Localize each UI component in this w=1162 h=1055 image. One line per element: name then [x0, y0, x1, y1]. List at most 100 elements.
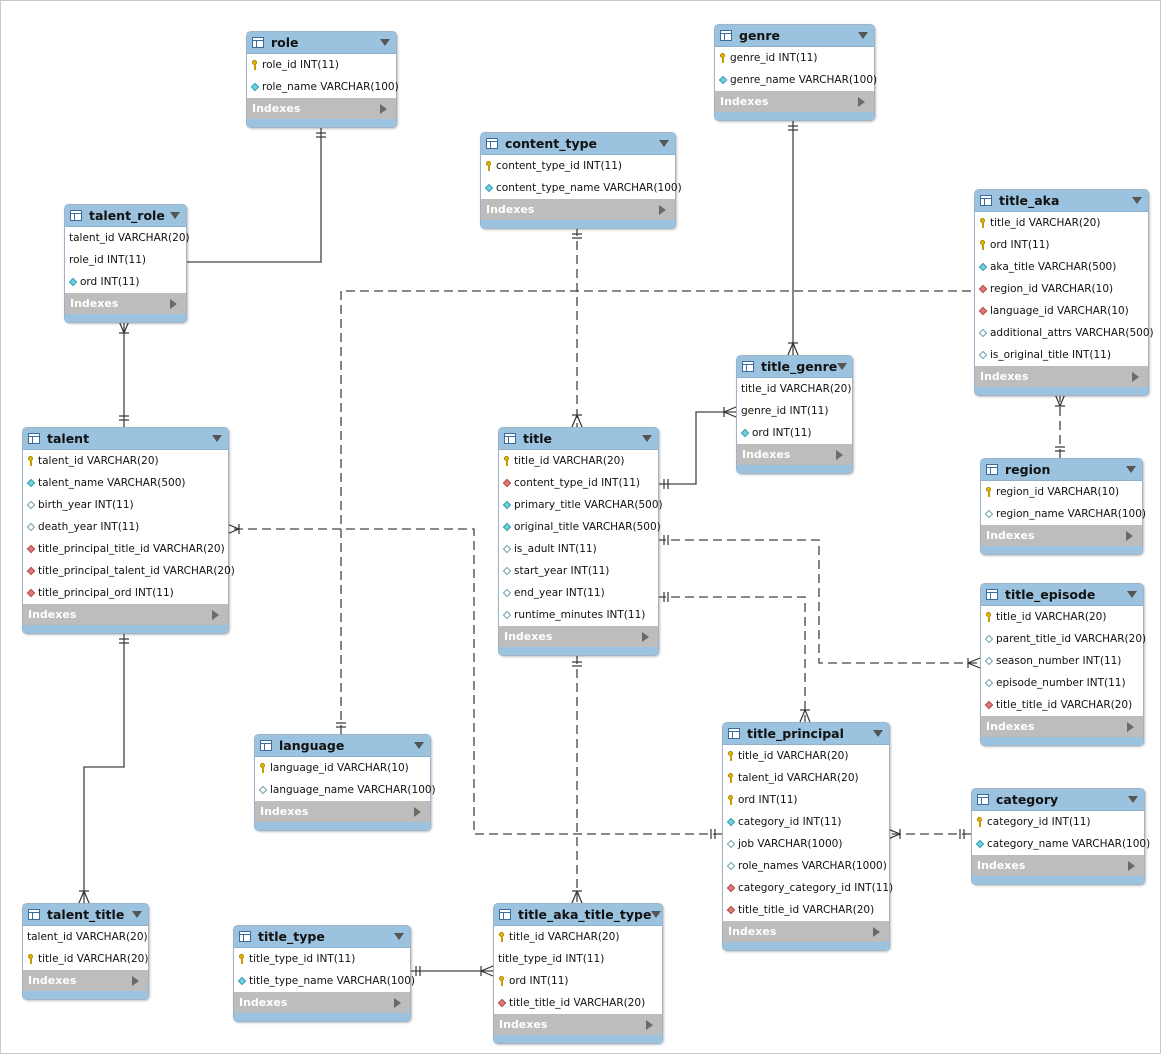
column-row[interactable]: title_id VARCHAR(20) [494, 926, 662, 948]
indexes-section[interactable]: Indexes [247, 98, 396, 119]
column-row[interactable]: genre_name VARCHAR(100) [715, 69, 877, 91]
indexes-section[interactable]: Indexes [481, 199, 675, 220]
indexes-section[interactable]: Indexes [234, 992, 410, 1013]
expand-arrow-icon[interactable] [1126, 530, 1133, 541]
column-row[interactable]: title_id VARCHAR(20) [23, 948, 148, 970]
column-row[interactable]: region_name VARCHAR(100) [981, 503, 1146, 525]
column-row[interactable]: role_name VARCHAR(100) [247, 76, 399, 98]
column-row[interactable]: title_id VARCHAR(20) [499, 450, 658, 472]
entity-header[interactable]: role [247, 32, 396, 54]
entity-header[interactable]: title_aka_title_type [494, 904, 662, 926]
indexes-section[interactable]: Indexes [981, 716, 1143, 737]
column-row[interactable]: category_category_id INT(11) [723, 877, 893, 899]
dropdown-arrow-icon[interactable] [132, 911, 142, 918]
column-row[interactable]: content_type_id INT(11) [499, 472, 658, 494]
column-row[interactable]: original_title VARCHAR(500) [499, 516, 661, 538]
expand-arrow-icon[interactable] [873, 926, 880, 937]
indexes-section[interactable]: Indexes [981, 525, 1142, 546]
column-row[interactable]: language_id VARCHAR(10) [255, 757, 430, 779]
expand-arrow-icon[interactable] [646, 1019, 653, 1030]
expand-arrow-icon[interactable] [170, 298, 177, 309]
dropdown-arrow-icon[interactable] [1127, 591, 1137, 598]
entity-header[interactable]: title_type [234, 926, 410, 948]
column-row[interactable]: region_id VARCHAR(10) [975, 278, 1148, 300]
indexes-section[interactable]: Indexes [23, 970, 148, 991]
column-row[interactable]: talent_id VARCHAR(20) [65, 227, 190, 249]
column-row[interactable]: is_adult INT(11) [499, 538, 658, 560]
column-row[interactable]: talent_id VARCHAR(20) [723, 767, 889, 789]
expand-arrow-icon[interactable] [659, 204, 666, 215]
dropdown-arrow-icon[interactable] [642, 435, 652, 442]
dropdown-arrow-icon[interactable] [414, 742, 424, 749]
column-row[interactable]: talent_id VARCHAR(20) [23, 450, 228, 472]
column-row[interactable]: death_year INT(11) [23, 516, 228, 538]
indexes-section[interactable]: Indexes [737, 444, 852, 465]
column-row[interactable]: content_type_id INT(11) [481, 155, 675, 177]
dropdown-arrow-icon[interactable] [837, 363, 848, 370]
entity-header[interactable]: title_genre [737, 356, 852, 378]
column-row[interactable]: ord INT(11) [65, 271, 186, 293]
column-row[interactable]: title_title_id VARCHAR(20) [981, 694, 1143, 716]
dropdown-arrow-icon[interactable] [212, 435, 222, 442]
column-row[interactable]: role_id INT(11) [247, 54, 396, 76]
column-row[interactable]: role_names VARCHAR(1000) [723, 855, 889, 877]
column-row[interactable]: category_name VARCHAR(100) [972, 833, 1150, 855]
column-row[interactable]: is_original_title INT(11) [975, 344, 1148, 366]
column-row[interactable]: primary_title VARCHAR(500) [499, 494, 663, 516]
entity-header[interactable]: content_type [481, 133, 675, 155]
column-row[interactable]: additional_attrs VARCHAR(500) [975, 322, 1154, 344]
column-row[interactable]: content_type_name VARCHAR(100) [481, 177, 682, 199]
column-row[interactable]: ord INT(11) [494, 970, 662, 992]
indexes-section[interactable]: Indexes [972, 855, 1144, 876]
entity-header[interactable]: region [981, 459, 1142, 481]
dropdown-arrow-icon[interactable] [651, 911, 662, 918]
expand-arrow-icon[interactable] [212, 609, 219, 620]
column-row[interactable]: title_principal_title_id VARCHAR(20) [23, 538, 228, 560]
expand-arrow-icon[interactable] [380, 103, 387, 114]
indexes-section[interactable]: Indexes [715, 91, 874, 112]
column-row[interactable]: episode_number INT(11) [981, 672, 1143, 694]
column-row[interactable]: job VARCHAR(1000) [723, 833, 889, 855]
column-row[interactable]: season_number INT(11) [981, 650, 1143, 672]
column-row[interactable]: title_type_id INT(11) [234, 948, 410, 970]
column-row[interactable]: runtime_minutes INT(11) [499, 604, 658, 626]
indexes-section[interactable]: Indexes [499, 626, 658, 647]
column-row[interactable]: title_id VARCHAR(20) [737, 378, 852, 400]
column-row[interactable]: title_id VARCHAR(20) [981, 606, 1143, 628]
dropdown-arrow-icon[interactable] [659, 140, 669, 147]
column-row[interactable]: title_principal_talent_id VARCHAR(20) [23, 560, 235, 582]
entity-header[interactable]: language [255, 735, 430, 757]
column-row[interactable]: category_id INT(11) [972, 811, 1144, 833]
column-row[interactable]: talent_id VARCHAR(20) [23, 926, 148, 948]
column-row[interactable]: title_id VARCHAR(20) [975, 212, 1148, 234]
expand-arrow-icon[interactable] [394, 997, 401, 1008]
column-row[interactable]: ord INT(11) [723, 789, 889, 811]
dropdown-arrow-icon[interactable] [873, 730, 883, 737]
column-row[interactable]: genre_id INT(11) [715, 47, 874, 69]
indexes-section[interactable]: Indexes [23, 604, 228, 625]
expand-arrow-icon[interactable] [1127, 721, 1134, 732]
indexes-section[interactable]: Indexes [494, 1014, 662, 1035]
column-row[interactable]: start_year INT(11) [499, 560, 658, 582]
dropdown-arrow-icon[interactable] [1128, 796, 1138, 803]
indexes-section[interactable]: Indexes [65, 293, 186, 314]
column-row[interactable]: birth_year INT(11) [23, 494, 228, 516]
indexes-section[interactable]: Indexes [723, 921, 889, 942]
column-row[interactable]: parent_title_id VARCHAR(20) [981, 628, 1146, 650]
entity-header[interactable]: title [499, 428, 658, 450]
column-row[interactable]: aka_title VARCHAR(500) [975, 256, 1148, 278]
expand-arrow-icon[interactable] [858, 96, 865, 107]
